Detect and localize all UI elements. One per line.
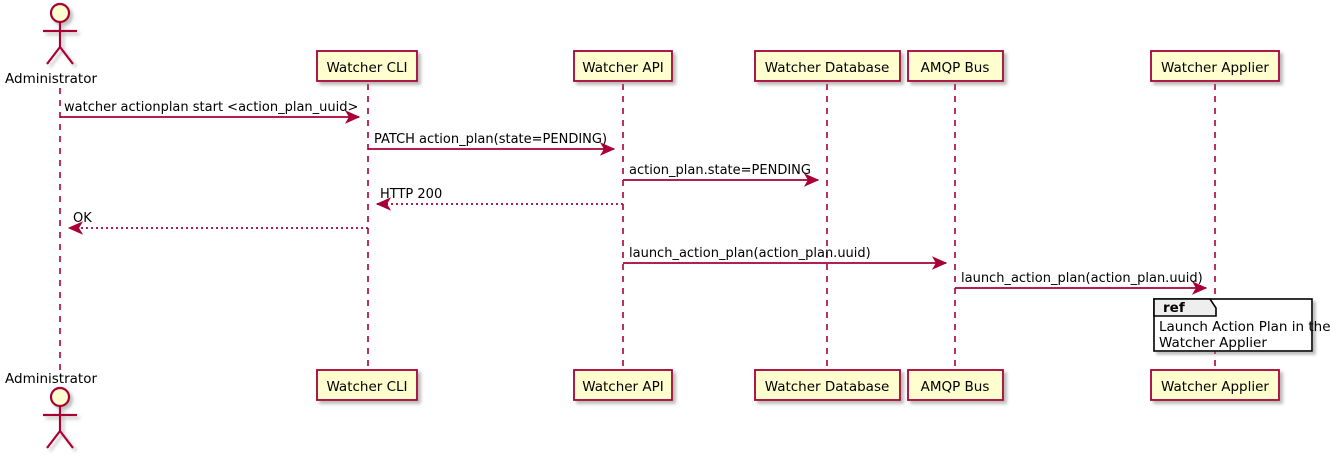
message-label-2: PATCH action_plan(state=PENDING) xyxy=(374,132,607,147)
participant-box-amqp-bus-top[interactable]: AMQP Bus xyxy=(907,50,1004,82)
participant-box-rect xyxy=(1150,369,1280,401)
message-3-action-plan-state-pending[interactable]: action_plan.state=PENDING xyxy=(623,163,820,187)
ref-fragment[interactable]: ref Launch Action Plan in the Watcher Ap… xyxy=(1153,298,1330,352)
participant-box-rect xyxy=(907,50,1004,82)
message-2-patch-action-plan[interactable]: PATCH action_plan(state=PENDING) xyxy=(368,132,616,156)
participant-box-watcher-cli-top[interactable]: Watcher CLI xyxy=(316,50,418,82)
participant-boxes-bottom: Watcher CLI Watcher API Watcher Database… xyxy=(316,369,1280,401)
participant-box-rect xyxy=(754,369,901,401)
participant-label-watcher-cli-bottom: Watcher CLI xyxy=(326,379,407,395)
actor-leg-right-line xyxy=(59,46,74,65)
lifelines-group xyxy=(59,84,1216,371)
participant-box-rect xyxy=(907,369,1004,401)
ref-fragment-tab-label: ref xyxy=(1163,300,1185,316)
message-label-7: launch_action_plan(action_plan.uuid) xyxy=(961,271,1203,286)
actor-head-icon xyxy=(49,2,71,24)
message-5-ok[interactable]: OK xyxy=(67,211,368,235)
actor-administrator-bottom: Administrator xyxy=(5,371,97,449)
participant-label-watcher-database-top: Watcher Database xyxy=(765,60,890,76)
participant-box-watcher-applier-top[interactable]: Watcher Applier xyxy=(1150,50,1280,82)
participant-label-watcher-applier-top: Watcher Applier xyxy=(1161,60,1269,76)
actor-administrator-top: Administrator xyxy=(5,2,97,87)
actor-leg-left-line xyxy=(46,46,61,65)
ref-fragment-body-line-1: Launch Action Plan in the xyxy=(1159,319,1330,335)
participant-box-rect xyxy=(316,50,418,82)
actor-leg-left-line-bottom xyxy=(46,430,61,449)
message-label-6: launch_action_plan(action_plan.uuid) xyxy=(629,246,871,261)
message-label-4: HTTP 200 xyxy=(380,187,442,202)
message-4-http-200[interactable]: HTTP 200 xyxy=(375,187,623,211)
participant-box-rect xyxy=(573,369,673,401)
message-1-watcher-actionplan-start[interactable]: watcher actionplan start <action_plan_uu… xyxy=(60,100,361,124)
participant-box-rect xyxy=(573,50,673,82)
participant-box-watcher-applier-bottom[interactable]: Watcher Applier xyxy=(1150,369,1280,401)
participant-box-watcher-api-top[interactable]: Watcher API xyxy=(573,50,673,82)
participant-box-rect xyxy=(754,50,901,82)
message-label-3: action_plan.state=PENDING xyxy=(629,163,811,178)
participant-label-watcher-database-bottom: Watcher Database xyxy=(765,379,890,395)
participant-box-watcher-database-bottom[interactable]: Watcher Database xyxy=(754,369,901,401)
participant-box-watcher-cli-bottom[interactable]: Watcher CLI xyxy=(316,369,418,401)
actor-label-administrator-top: Administrator xyxy=(5,71,97,87)
participant-label-amqp-bus-bottom: AMQP Bus xyxy=(921,379,990,395)
message-6-launch-action-plan-amqp[interactable]: launch_action_plan(action_plan.uuid) xyxy=(623,246,948,270)
ref-fragment-tab-shape xyxy=(1153,298,1217,317)
participant-box-watcher-api-bottom[interactable]: Watcher API xyxy=(573,369,673,401)
participant-box-amqp-bus-bottom[interactable]: AMQP Bus xyxy=(907,369,1004,401)
message-label-5: OK xyxy=(73,211,92,226)
ref-fragment-body-line-2: Watcher Applier xyxy=(1159,335,1267,351)
actor-leg-right-line-bottom xyxy=(59,430,74,449)
actor-head-icon-bottom xyxy=(49,386,71,408)
message-label-1: watcher actionplan start <action_plan_uu… xyxy=(64,100,358,115)
participant-label-watcher-api-top: Watcher API xyxy=(582,60,664,76)
participant-box-watcher-database-top[interactable]: Watcher Database xyxy=(754,50,901,82)
participant-box-rect xyxy=(316,369,418,401)
participant-boxes-top: Watcher CLI Watcher API Watcher Database… xyxy=(316,50,1280,82)
message-7-launch-action-plan-applier[interactable]: launch_action_plan(action_plan.uuid) xyxy=(955,271,1208,295)
participant-box-rect xyxy=(1150,50,1280,82)
participant-label-watcher-cli-top: Watcher CLI xyxy=(326,60,407,76)
actor-label-administrator-bottom: Administrator xyxy=(5,371,97,387)
participant-label-watcher-api-bottom: Watcher API xyxy=(582,379,664,395)
participant-label-watcher-applier-bottom: Watcher Applier xyxy=(1161,379,1269,395)
participant-label-amqp-bus-top: AMQP Bus xyxy=(921,60,990,76)
messages-group: watcher actionplan start <action_plan_uu… xyxy=(60,100,1208,295)
